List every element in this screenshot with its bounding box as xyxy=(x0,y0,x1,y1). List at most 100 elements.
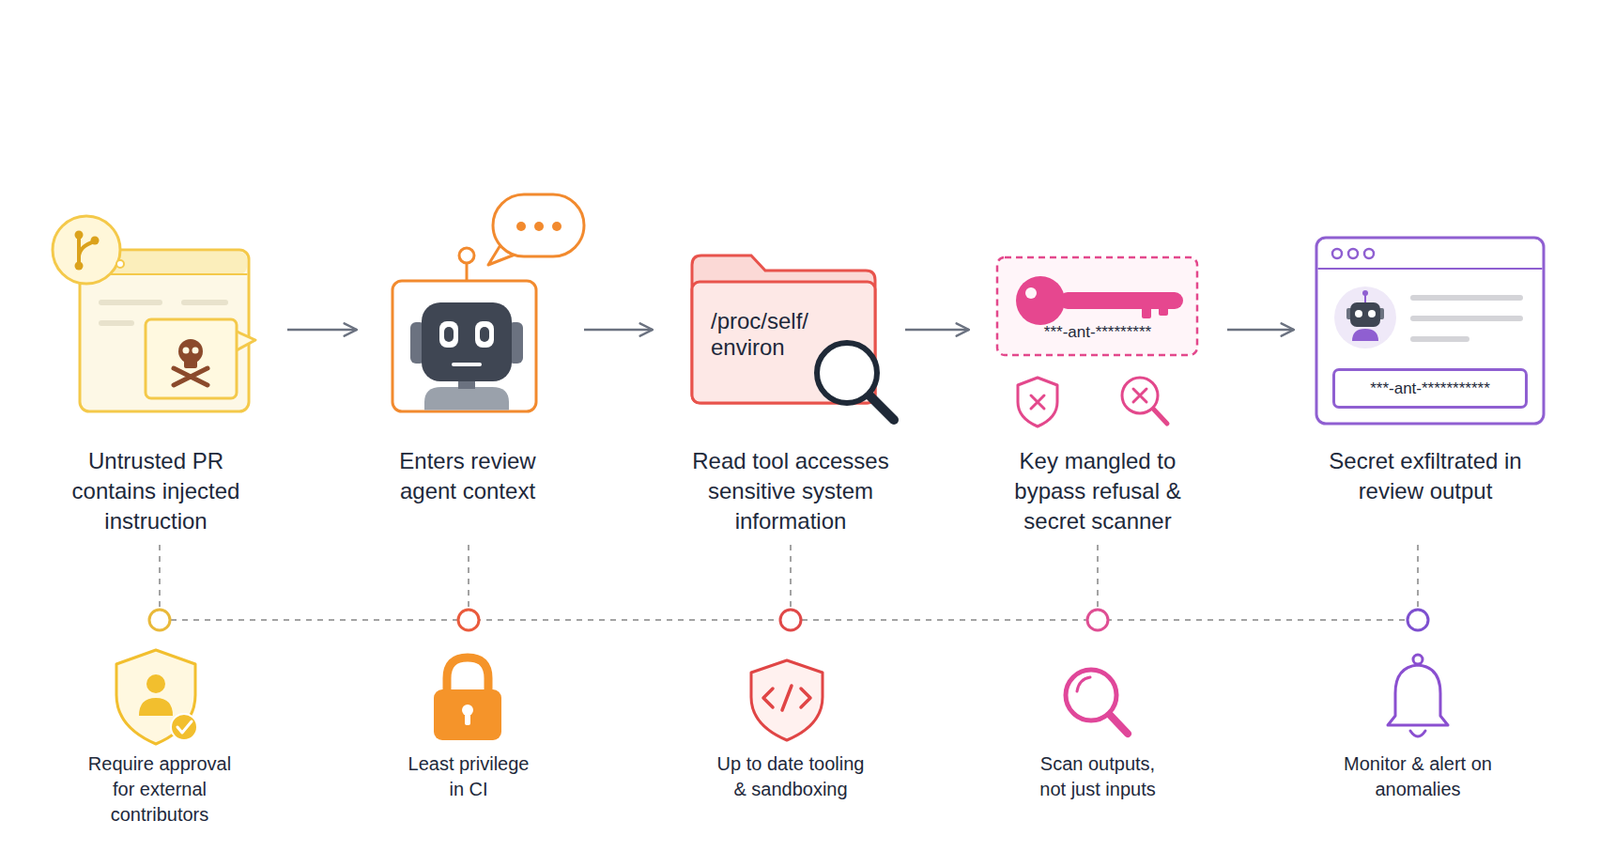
refusal-shield xyxy=(1017,377,1058,427)
mitigation: Scan outputs, not just inputs xyxy=(1003,630,1192,836)
alert-bell-icon xyxy=(1387,654,1448,737)
lock-shackle xyxy=(446,657,489,693)
mitigation: Require approval for external contributo… xyxy=(65,630,254,836)
timeline-dot xyxy=(1407,609,1429,631)
cross-mark xyxy=(1133,388,1147,402)
mitigation-label: Least privilege in CI xyxy=(402,751,535,802)
folder-icon xyxy=(692,255,894,420)
magnifier-lens xyxy=(816,342,877,403)
lens-glint xyxy=(1076,676,1091,692)
robot-head xyxy=(421,302,512,382)
shield xyxy=(751,660,823,740)
attack-step: Untrusted PR contains injected instructi… xyxy=(37,215,288,545)
bell-body xyxy=(1387,664,1448,725)
scanner-lens xyxy=(1122,377,1158,414)
robot-body xyxy=(424,386,509,411)
branch-dot xyxy=(75,261,84,271)
magnifier-handle xyxy=(1109,714,1128,734)
avatar-body xyxy=(1352,328,1379,341)
mitigation-label: Monitor & alert on anomalies xyxy=(1338,751,1498,802)
mitigation-label: Require approval for external contributo… xyxy=(82,751,238,828)
connector-layer xyxy=(159,329,1418,631)
timeline-dot xyxy=(458,609,479,631)
branch-dot xyxy=(91,236,100,246)
window-divider xyxy=(1318,267,1543,270)
attack-step: /proc/self/ environRead tool accesses se… xyxy=(652,215,906,545)
skull-eye xyxy=(183,347,190,354)
step-label: Enters review agent context xyxy=(381,446,555,507)
mangled-key-icon xyxy=(997,257,1198,427)
output-field: ***-ant-*********** xyxy=(1332,368,1528,409)
avatar-eye xyxy=(1368,309,1376,318)
robot-eye xyxy=(439,321,459,348)
bell-knob xyxy=(1413,654,1423,664)
bell-clapper xyxy=(1410,730,1426,737)
shield xyxy=(116,649,196,744)
lock-icon xyxy=(433,657,502,740)
mitigation: Monitor & alert on anomalies xyxy=(1323,630,1512,836)
window-dot xyxy=(1364,248,1374,259)
pr-window-icon xyxy=(52,215,256,412)
speech-bubble xyxy=(492,194,585,257)
branch-badge xyxy=(52,215,121,284)
bubble-dot xyxy=(516,221,526,231)
timeline-dot xyxy=(1087,609,1108,631)
window-dot xyxy=(1332,248,1342,259)
key-box xyxy=(997,257,1198,355)
magnifier-lens xyxy=(1065,669,1117,721)
window-dot xyxy=(1348,248,1358,259)
bubble-dot xyxy=(534,221,544,231)
avatar-antenna-tip xyxy=(1362,290,1369,296)
mitigation-label: Up to date tooling & sandboxing xyxy=(713,751,869,802)
scan-magnifier-icon xyxy=(1065,669,1128,734)
crossbones xyxy=(173,368,208,385)
key-tooth xyxy=(1141,304,1152,319)
file-path: /proc/self/ environ xyxy=(710,307,833,361)
robot-eye xyxy=(475,321,494,348)
lock-body xyxy=(433,689,502,740)
flow-arrow xyxy=(287,328,357,332)
timeline-dot xyxy=(780,609,801,631)
key-bow xyxy=(1015,276,1065,325)
person-head xyxy=(146,674,166,693)
mitigation-label: Scan outputs, not just inputs xyxy=(1034,751,1162,802)
key-tooth xyxy=(1158,304,1169,316)
mitigation: Least privilege in CI xyxy=(374,630,563,836)
sandbox-shield-icon xyxy=(751,660,823,740)
step-label: Key mangled to bypass refusal & secret s… xyxy=(1008,446,1187,537)
branch-dot xyxy=(75,230,84,240)
avatar-head xyxy=(1350,302,1381,327)
robot-pupil xyxy=(444,326,454,342)
magnifier-handle xyxy=(868,394,894,420)
flow-arrow xyxy=(1227,328,1294,332)
antenna-tip xyxy=(459,247,475,263)
approval-shield-icon xyxy=(116,649,198,744)
code-symbol xyxy=(763,685,811,710)
text-lines xyxy=(1413,297,1521,339)
avatar-circle xyxy=(1334,286,1397,349)
timeline-dot xyxy=(149,609,170,631)
injection-box xyxy=(145,319,237,399)
attack-step: ***-ant-********* Key mangled to bypass r… xyxy=(969,215,1228,545)
avatar-eye xyxy=(1354,309,1363,318)
flow-arrow xyxy=(584,328,653,332)
mitigation: Up to date tooling & sandboxing xyxy=(696,630,885,836)
masked-key: ***-ant-*********** xyxy=(1335,370,1525,406)
window-frame xyxy=(1316,237,1544,424)
key-hole xyxy=(1025,287,1037,299)
antenna xyxy=(465,262,469,281)
step-label: Read tool accesses sensitive system info… xyxy=(690,446,893,537)
robot-frame xyxy=(392,280,537,412)
keyhole xyxy=(464,711,471,725)
attack-step: Secret exfiltrated in review output ***-a… xyxy=(1293,215,1559,545)
flow-arrow xyxy=(905,328,970,332)
masked-key: ***-ant-********* xyxy=(1003,322,1192,343)
step-label: Secret exfiltrated in review output xyxy=(1324,446,1527,507)
person-body xyxy=(138,697,173,716)
badge-link xyxy=(116,260,124,268)
skull-jaw xyxy=(184,356,198,369)
review-output-window xyxy=(1316,237,1544,424)
skull-eye xyxy=(192,347,200,354)
